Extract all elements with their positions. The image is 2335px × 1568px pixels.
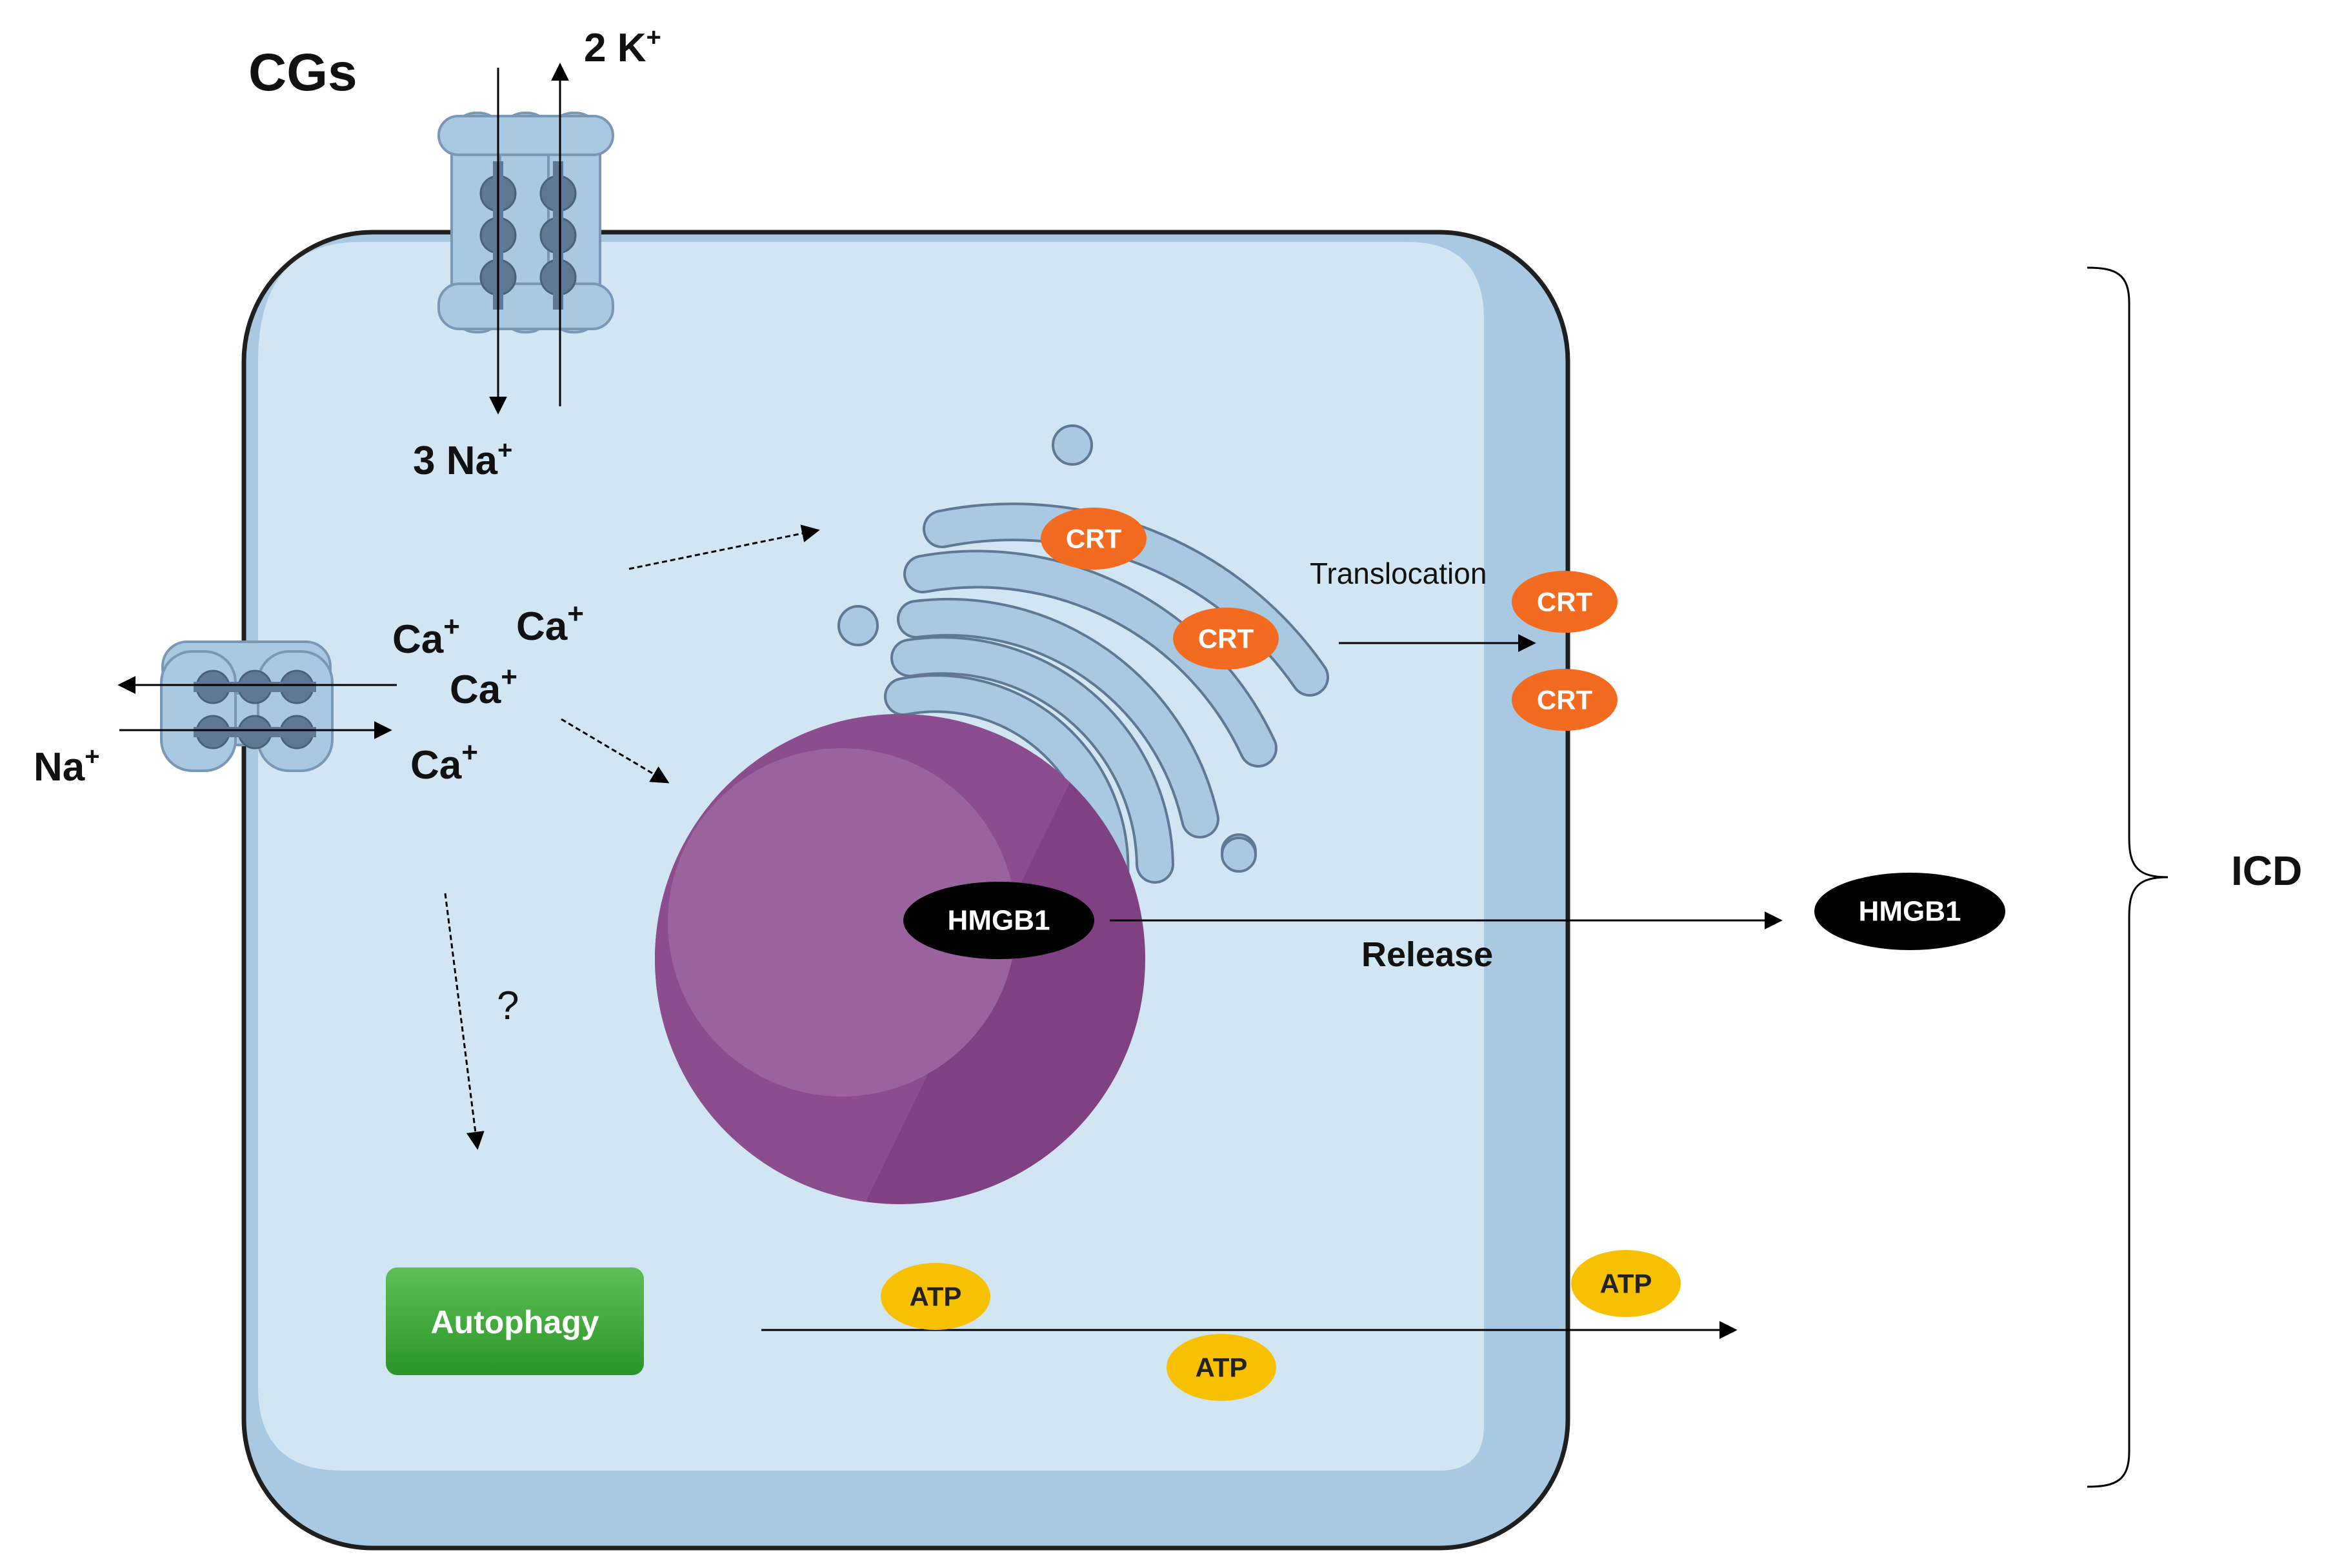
k-label: 2 K+ bbox=[584, 23, 661, 70]
question-mark: ? bbox=[497, 984, 519, 1028]
hmgb1-label: HMGB1 bbox=[948, 905, 1050, 937]
crt-membrane-1: CRT bbox=[1512, 571, 1618, 633]
hmgb1-label: HMGB1 bbox=[1859, 896, 1961, 928]
autophagy-box: Autophagy bbox=[386, 1267, 644, 1375]
atp-label: ATP bbox=[910, 1282, 962, 1312]
na-label: Na+ bbox=[34, 742, 100, 789]
crt-golgi-2: CRT bbox=[1173, 608, 1279, 670]
atp-1: ATP bbox=[881, 1263, 990, 1330]
arrow-ca-to-nucleus bbox=[561, 718, 670, 784]
crt-pills: CRT CRT CRT CRT bbox=[1041, 508, 1618, 731]
ca-label-4: Ca+ bbox=[410, 737, 478, 788]
atp-2: ATP bbox=[1167, 1334, 1276, 1401]
crt-membrane-2: CRT bbox=[1512, 669, 1618, 731]
release-label: Release bbox=[1361, 935, 1493, 974]
crt-golgi-1: CRT bbox=[1041, 508, 1147, 570]
atp-3: ATP bbox=[1571, 1250, 1681, 1317]
na-k-pump bbox=[437, 112, 614, 333]
translocation-label: Translocation bbox=[1310, 557, 1487, 590]
icd-label: ICD bbox=[2231, 848, 2302, 894]
atp-label: ATP bbox=[1600, 1269, 1652, 1299]
atp-pills: ATP ATP ATP bbox=[881, 1250, 1681, 1401]
nucleus bbox=[655, 714, 1145, 1204]
atp-label: ATP bbox=[1196, 1353, 1248, 1383]
arrow-ca-to-autophagy bbox=[444, 893, 485, 1150]
ca-label-2: Ca+ bbox=[516, 598, 584, 649]
ca-label-3: Ca+ bbox=[450, 661, 517, 712]
ca-label-1: Ca+ bbox=[392, 611, 460, 662]
cgs-title: CGs bbox=[248, 43, 357, 102]
crt-label: CRT bbox=[1537, 685, 1593, 715]
icd-brace bbox=[2087, 266, 2169, 1488]
crt-label: CRT bbox=[1198, 624, 1254, 654]
autophagy-label: Autophagy bbox=[430, 1304, 599, 1340]
crt-label: CRT bbox=[1537, 587, 1593, 617]
hmgb1-outside: HMGB1 bbox=[1814, 873, 2005, 950]
arrow-ca-to-golgi bbox=[628, 524, 820, 570]
hmgb1-inside: HMGB1 bbox=[903, 882, 1094, 959]
arrows bbox=[117, 63, 1783, 1339]
golgi-apparatus bbox=[837, 424, 1329, 897]
crt-label: CRT bbox=[1066, 524, 1122, 554]
na3-label: 3 Na+ bbox=[413, 436, 512, 483]
na-ca-exchanger bbox=[160, 640, 334, 772]
